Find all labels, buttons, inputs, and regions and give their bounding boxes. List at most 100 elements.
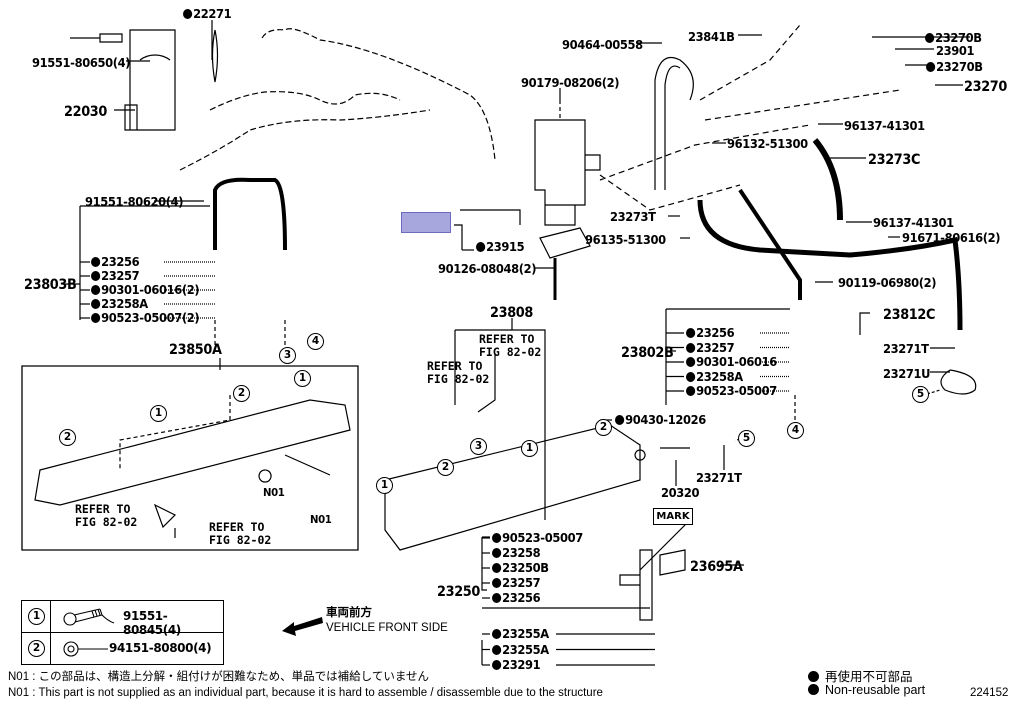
fastener-key-row: 2 94151-80800(4) — [22, 633, 223, 664]
non-reusable-dot-icon — [492, 533, 502, 543]
legend-non-reusable-en: Non-reusable part — [808, 683, 925, 697]
non-reusable-dot-icon — [686, 357, 696, 367]
part-label-90464-00558[interactable]: 90464-00558 — [562, 37, 643, 52]
part-label-23258A[interactable]: 23258A — [91, 297, 148, 311]
fastener-part-number[interactable]: 94151-80800(4) — [109, 641, 212, 655]
non-reusable-dot-icon — [925, 33, 935, 43]
part-label-23270B-upper[interactable]: 23270B — [925, 31, 982, 45]
leader-line — [477, 355, 496, 413]
part-label-23257[interactable]: 23257 — [686, 340, 735, 355]
part-label-20320[interactable]: 20320 — [661, 485, 700, 500]
callout-circle-3: 3 — [470, 438, 487, 455]
callout-circle-1: 1 — [294, 370, 311, 387]
part-label-90301-06016[interactable]: 90301-06016 — [686, 355, 777, 369]
isc-valve — [534, 119, 601, 226]
refer-to-fig-label[interactable]: REFER TO FIG 82-02 — [75, 502, 138, 529]
callout-circle-1: 1 — [376, 477, 393, 494]
part-label-90523-05007[interactable]: 90523-05007 — [686, 384, 777, 398]
bracket-parts — [153, 503, 177, 538]
non-reusable-dot-icon — [492, 644, 502, 655]
callout-circle-2: 2 — [595, 419, 612, 436]
part-label-22030[interactable]: 22030 — [64, 104, 107, 120]
leader-line — [460, 209, 521, 225]
non-reusable-dot-icon — [492, 593, 502, 603]
part-label-23271T-right[interactable]: 23271T — [883, 341, 929, 356]
part-label-23250[interactable]: 23250 — [437, 584, 480, 600]
callout-circle-2: 2 — [437, 459, 454, 476]
part-label-23695A[interactable]: 23695A — [690, 559, 743, 575]
part-label-96132-51300[interactable]: 96132-51300 — [727, 136, 808, 151]
part-label-23850A[interactable]: 23850A — [169, 342, 222, 358]
part-label-23291[interactable]: 23291 — [492, 658, 541, 672]
part-label-23256[interactable]: 23256 — [492, 591, 541, 605]
leader-line — [859, 312, 870, 335]
callout-circle-2: 2 — [28, 640, 45, 657]
part-label-23802B[interactable]: 23802B — [621, 345, 674, 361]
non-reusable-dot-icon — [686, 342, 696, 353]
part-label-23256[interactable]: 23256 — [91, 255, 140, 269]
refer-to-fig-label[interactable]: REFER TO FIG 82-02 — [209, 520, 272, 547]
vehicle-front-arrow-icon — [282, 617, 323, 636]
part-label-23808[interactable]: 23808 — [490, 305, 533, 321]
part-label-91671-80616[interactable]: 91671-80616(2) — [902, 230, 1001, 245]
part-label-23270B-lower[interactable]: 23270B — [926, 60, 983, 74]
injector — [619, 549, 686, 621]
part-label-23270[interactable]: 23270 — [964, 79, 1007, 95]
part-label-23901[interactable]: 23901 — [936, 43, 975, 58]
hose-23271U — [940, 369, 977, 395]
gasket-23915 — [539, 227, 591, 259]
part-label-N01-sensor[interactable]: N01 — [310, 513, 332, 526]
callout-circle-4: 4 — [787, 422, 804, 439]
part-label-90523-05007[interactable]: 90523-05007 — [492, 531, 583, 545]
non-reusable-dot-icon — [686, 371, 696, 382]
part-label-23258[interactable]: 23258 — [492, 546, 541, 560]
part-label-96137-41301-lower[interactable]: 96137-41301 — [873, 215, 954, 230]
part-label-91551-80620[interactable]: 91551-80620(4) — [85, 194, 184, 209]
part-label-23258A[interactable]: 23258A — [686, 369, 743, 384]
non-reusable-dot-icon — [492, 548, 502, 558]
part-label-23250B[interactable]: 23250B — [492, 561, 549, 575]
part-label-23255A[interactable]: 23255A — [492, 642, 549, 657]
part-label-90179-08206[interactable]: 90179-08206(2) — [521, 75, 620, 90]
part-label-90126-08048[interactable]: 90126-08048(2) — [438, 261, 537, 276]
highlighted-part-label[interactable] — [401, 212, 451, 233]
non-reusable-dot-icon — [808, 684, 819, 695]
non-reusable-dot-icon — [91, 285, 101, 295]
callout-circle-3: 3 — [279, 347, 296, 364]
bolt-91551-80650 — [70, 33, 123, 43]
callout-circle-1: 1 — [521, 440, 538, 457]
part-label-90523-050072[interactable]: 90523-05007(2) — [91, 311, 200, 325]
part-label-23273T[interactable]: 23273T — [610, 209, 656, 224]
part-label-23257[interactable]: 23257 — [492, 576, 541, 590]
part-label-90119-06980[interactable]: 90119-06980(2) — [838, 275, 937, 290]
part-label-23257[interactable]: 23257 — [91, 269, 140, 283]
part-label-23812C[interactable]: 23812C — [883, 307, 936, 323]
part-label-N01-seal[interactable]: N01 — [263, 486, 285, 499]
vehicle-front-en: VEHICLE FRONT SIDE — [326, 622, 448, 634]
callout-circle-2: 2 — [59, 429, 76, 446]
part-label-23256[interactable]: 23256 — [686, 326, 735, 340]
part-label-23841B[interactable]: 23841B — [688, 29, 735, 44]
part-label-96135-51300[interactable]: 96135-51300 — [585, 232, 666, 247]
part-label-91551-80650[interactable]: 91551-80650(4) — [32, 55, 131, 70]
part-label-22271[interactable]: 22271 — [183, 7, 232, 21]
part-label-90430-12026[interactable]: 90430-12026 — [615, 413, 706, 427]
part-label-23273C[interactable]: 23273C — [868, 152, 921, 168]
part-label-23271T-lower[interactable]: 23271T — [696, 470, 742, 485]
mark-leader — [639, 519, 691, 571]
part-label-96137-41301-upper[interactable]: 96137-41301 — [844, 118, 925, 133]
part-label-23803B[interactable]: 23803B — [24, 277, 77, 293]
callout-circle-1: 1 — [150, 405, 167, 422]
part-label-23255A[interactable]: 23255A — [492, 627, 549, 641]
gasket-22271 — [211, 29, 219, 83]
part-label-23271U[interactable]: 23271U — [883, 366, 931, 381]
refer-to-fig-label[interactable]: REFER TO FIG 82-02 — [427, 359, 490, 386]
non-reusable-dot-icon — [492, 629, 502, 639]
part-label-90301-060162[interactable]: 90301-06016(2) — [91, 283, 200, 297]
fastener-part-number[interactable]: 91551-80845(4) — [123, 609, 181, 637]
refer-to-fig-label[interactable]: REFER TO FIG 82-02 — [479, 332, 542, 359]
non-reusable-dot-icon — [926, 62, 936, 72]
part-label-23915[interactable]: 23915 — [476, 240, 525, 254]
legend-non-reusable-jp: 再使用不可部品 — [808, 666, 913, 685]
